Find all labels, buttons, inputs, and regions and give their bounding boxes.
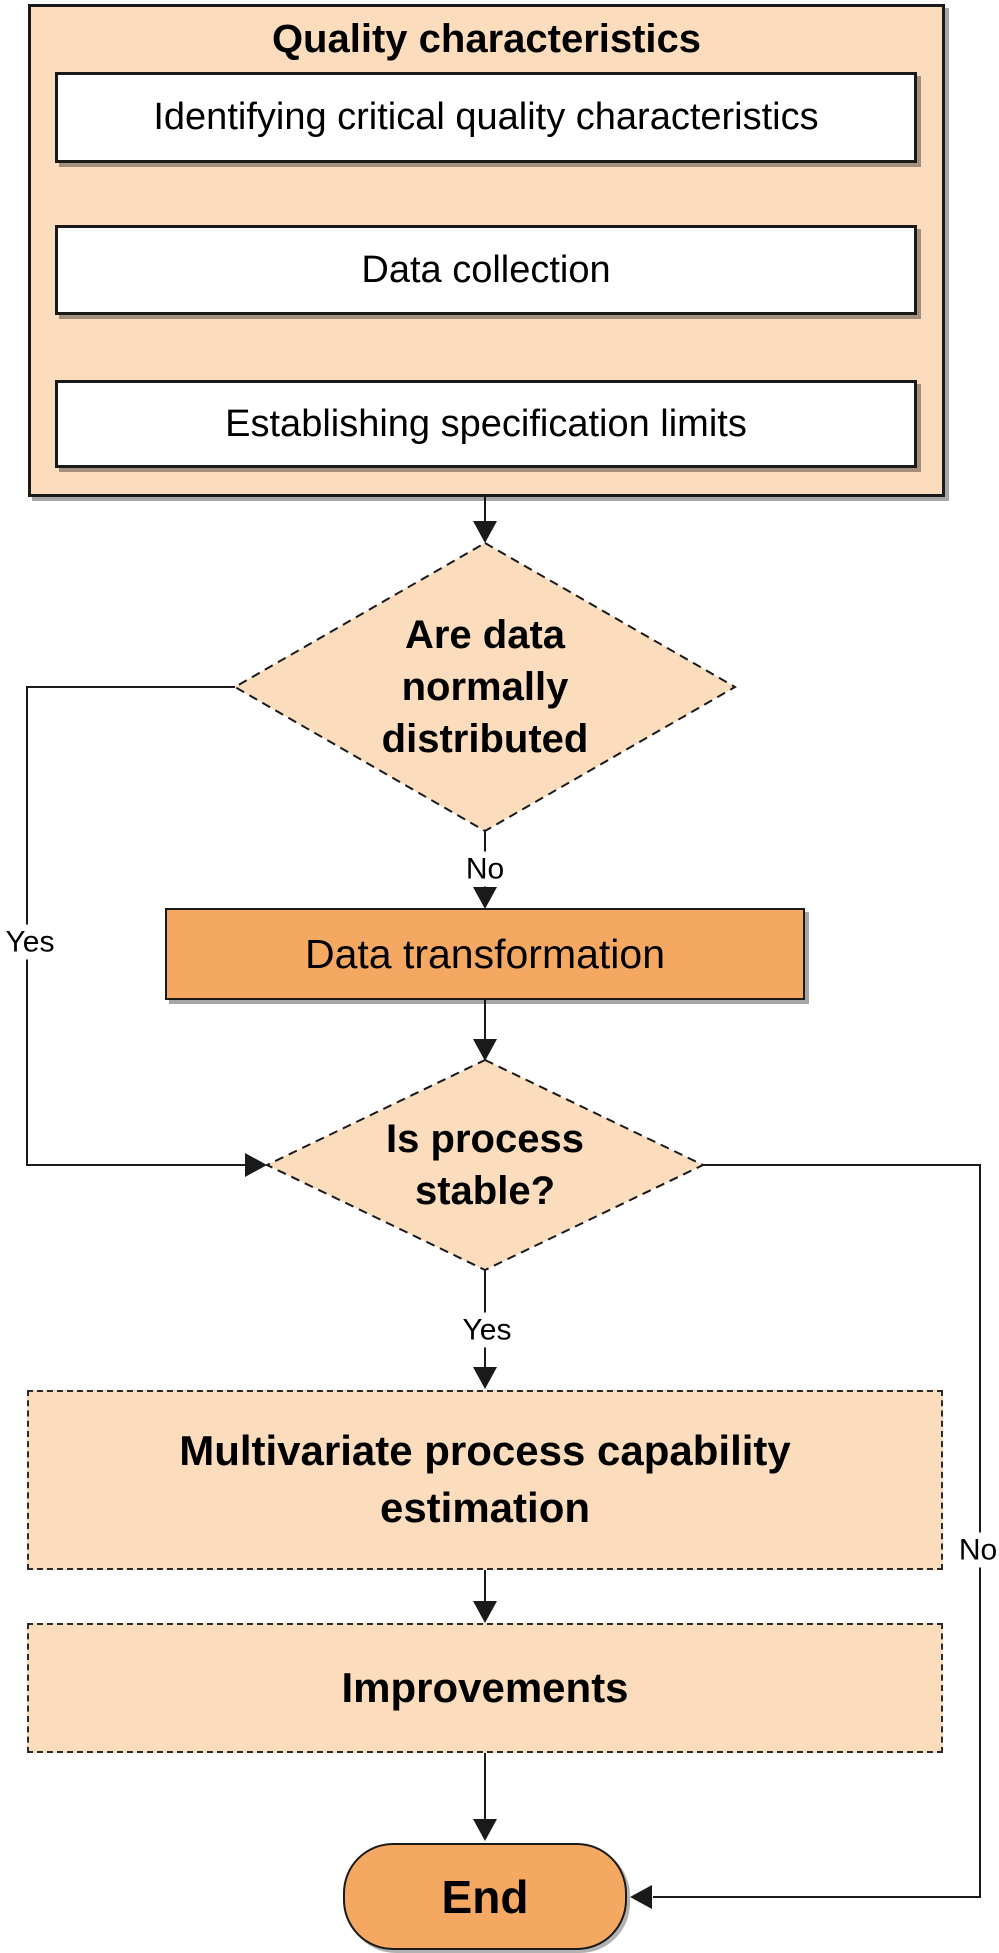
step-data-transformation-label: Data transformation bbox=[304, 930, 666, 977]
group-title: Quality characteristics bbox=[271, 17, 702, 61]
step-specification-limits-label: Establishing specification limits bbox=[225, 402, 747, 445]
step-data-collection: Data collection bbox=[55, 225, 917, 315]
arrowhead-decision1-transformation bbox=[473, 887, 497, 909]
arrowhead-decision2-no bbox=[630, 1885, 652, 1909]
step-improvements: Improvements bbox=[27, 1623, 943, 1753]
arrowhead-estimation-improvements bbox=[473, 1601, 497, 1623]
arrowhead-transformation-decision2 bbox=[473, 1039, 497, 1061]
step-capability-estimation-label: Multivariate process capability estimati… bbox=[179, 1427, 791, 1531]
decision1-yes-edge-label: Yes bbox=[0, 924, 60, 960]
step-improvements-label: Improvements bbox=[341, 1663, 629, 1711]
arrowhead-group-decision1 bbox=[473, 521, 497, 543]
decision-stability-label: Is process stable? bbox=[386, 1117, 584, 1213]
step-identify-characteristics: Identifying critical quality characteris… bbox=[55, 72, 917, 163]
decision1-no-edge-label: No bbox=[460, 851, 510, 887]
step-data-collection-label: Data collection bbox=[361, 248, 611, 291]
step-capability-estimation: Multivariate process capability estimati… bbox=[27, 1390, 943, 1570]
arrowhead-decision1-yes bbox=[245, 1153, 267, 1177]
step-identify-characteristics-label: Identifying critical quality characteris… bbox=[153, 96, 819, 138]
arrowhead-improvements-end bbox=[473, 1819, 497, 1841]
step-specification-limits: Establishing specification limits bbox=[55, 380, 917, 468]
arrowhead-decision2-estimation bbox=[473, 1367, 497, 1389]
end-label: End bbox=[441, 1870, 529, 1923]
step-data-transformation: Data transformation bbox=[165, 908, 805, 1000]
decision2-yes-edge-label: Yes bbox=[457, 1312, 517, 1348]
end-terminator: End bbox=[343, 1843, 627, 1950]
decision2-no-edge-label: No bbox=[953, 1532, 999, 1568]
decision-normality-label: Are data normally distributed bbox=[381, 613, 589, 761]
decision-normality-diamond bbox=[232, 541, 738, 833]
decision-stability-diamond bbox=[264, 1058, 706, 1272]
